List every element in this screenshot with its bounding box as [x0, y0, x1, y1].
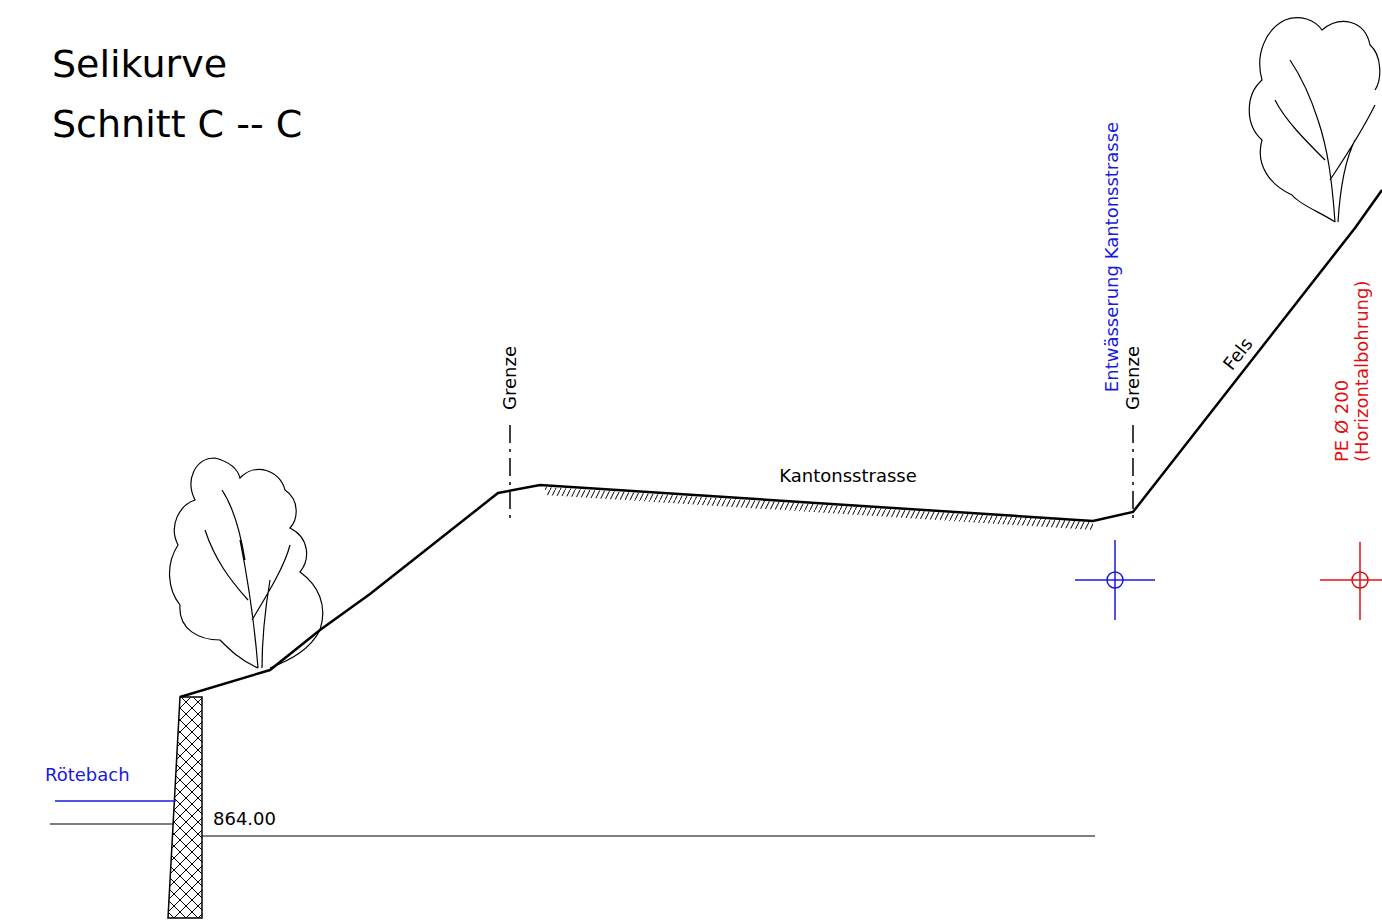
retaining-wall	[168, 697, 202, 918]
water-level	[55, 800, 176, 802]
boundary-label: Grenze	[1123, 346, 1143, 410]
drain-pipe-marker	[1075, 540, 1155, 620]
boundary-line	[1132, 425, 1134, 522]
tree	[170, 458, 323, 668]
pipe-label: PE Ø 200 (Horizontalbohrung)	[1332, 262, 1372, 462]
pe-pipe-marker	[1320, 542, 1382, 620]
terrain-line	[180, 190, 1382, 697]
reference-line	[50, 823, 174, 824]
elevation-label: 864.00	[213, 809, 276, 829]
road-hatching	[545, 487, 1093, 530]
stream-label: Rötebach	[45, 765, 130, 785]
rock-label: Fels	[1219, 334, 1256, 374]
tree	[1249, 18, 1379, 222]
boundary-label: Grenze	[500, 346, 520, 410]
road-label: Kantonsstrasse	[779, 466, 916, 486]
reference-line	[202, 835, 1095, 836]
drawing-title: Selikurve Schnitt C -- C	[52, 34, 342, 154]
drainage-label: Entwässerung Kantonsstrasse	[1102, 122, 1122, 392]
boundary-line	[509, 425, 511, 522]
